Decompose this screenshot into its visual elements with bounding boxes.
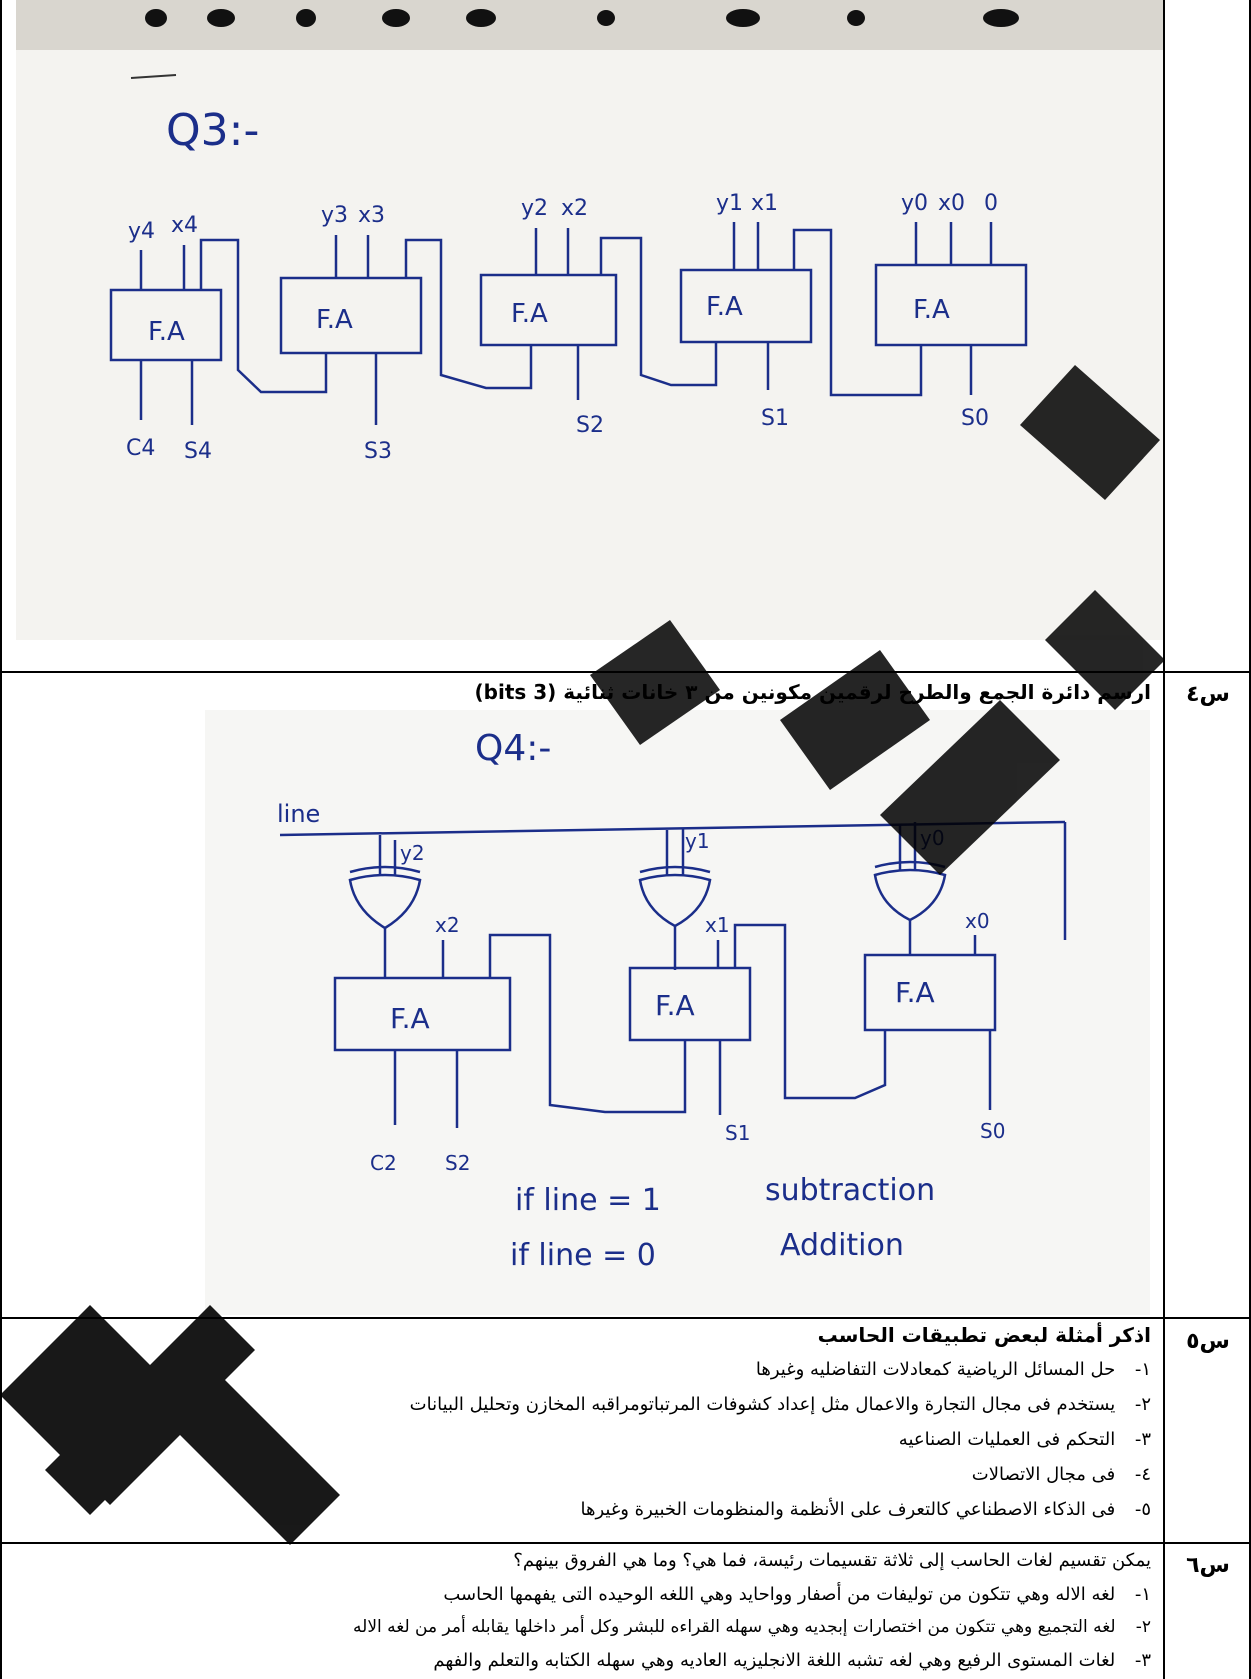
q5-question: اذكر أمثلة لبعض تطبيقات الحاسب bbox=[817, 1323, 1151, 1347]
q5-item-3: ٣- التحكم فى العمليات الصناعيه bbox=[898, 1429, 1151, 1450]
q4-note1-condition: if line = 1 bbox=[515, 1183, 661, 1218]
q6-item-2: ٢- لغه التجميع وهي تتكون من اختصارات إبج… bbox=[353, 1617, 1151, 1637]
q3-b1-in-x: x4 bbox=[171, 213, 198, 238]
q3-b2-out-s: S3 bbox=[364, 439, 392, 464]
q3-b3-in-x: x2 bbox=[561, 196, 588, 221]
q3-b5-out-s: S0 bbox=[961, 406, 989, 431]
q4-photo: Q4:- line bbox=[205, 710, 1150, 1315]
table-border-left bbox=[0, 0, 2, 1679]
q3-b1-in-y: y4 bbox=[128, 219, 155, 244]
q3-b3-out-s: S2 bbox=[576, 413, 604, 438]
q4-b1-in-x: x2 bbox=[435, 913, 460, 937]
svg-text:F.A: F.A bbox=[511, 299, 548, 329]
svg-text:F.A: F.A bbox=[655, 989, 695, 1022]
svg-text:F.A: F.A bbox=[895, 976, 935, 1009]
q4-circuit-drawing: Q4:- line bbox=[277, 728, 1067, 1273]
q3-b2-in-y: y3 bbox=[321, 203, 348, 228]
q3-b5-in-x: x0 bbox=[938, 191, 965, 216]
q3-circuit-drawing: Q3:- bbox=[16, 0, 1163, 464]
q4-note2-condition: if line = 0 bbox=[510, 1238, 656, 1273]
q4-b1-in-y: y2 bbox=[400, 841, 425, 865]
q6-item-1: ١- لغه الاله وهي تتكون من توليفات من أصف… bbox=[443, 1584, 1151, 1605]
svg-text:F.A: F.A bbox=[390, 1002, 430, 1035]
q3-b4-in-y: y1 bbox=[716, 191, 743, 216]
q4-b2-in-x: x1 bbox=[705, 913, 730, 937]
q5-item-5: ٥- فى الذكاء الاصطناعي كالتعرف على الأنظ… bbox=[580, 1499, 1151, 1520]
q4-b2-out-s: S1 bbox=[725, 1121, 750, 1145]
q4-note1-result: subtraction bbox=[765, 1173, 935, 1208]
svg-text:F.A: F.A bbox=[913, 295, 950, 325]
q3-b1-out-c: C4 bbox=[126, 436, 155, 461]
row-divider-q4 bbox=[0, 671, 1251, 673]
q4-b1-out-s: S2 bbox=[445, 1151, 470, 1175]
q4-b3-in-y: y0 bbox=[920, 826, 945, 850]
q5-item-4: ٤- فى مجال الاتصالات bbox=[971, 1464, 1151, 1485]
question-number-q5: س٥ bbox=[1186, 1329, 1230, 1354]
q3-b5-in-zero: 0 bbox=[984, 191, 998, 216]
q6-item-3: ٣- لغات المستوى الرفيع وهي لغه تشبه اللغ… bbox=[433, 1650, 1151, 1671]
row-divider-q6 bbox=[0, 1542, 1251, 1544]
q3-heading: Q3:- bbox=[166, 105, 259, 156]
q3-b3-in-y: y2 bbox=[521, 196, 548, 221]
q4-note2-result: Addition bbox=[780, 1228, 904, 1263]
q6-question: يمكن تقسيم لغات الحاسب إلى ثلاثة تقسيمات… bbox=[513, 1550, 1151, 1571]
table-column-divider bbox=[1163, 0, 1165, 1679]
q3-b2-in-x: x3 bbox=[358, 203, 385, 228]
q4-b1-out-c: C2 bbox=[370, 1151, 397, 1175]
q3-photo: Q3:- bbox=[16, 0, 1163, 640]
question-number-q6: س٦ bbox=[1186, 1553, 1230, 1578]
svg-text:F.A: F.A bbox=[148, 317, 185, 347]
q4-heading: Q4:- bbox=[475, 728, 551, 769]
watermark-stroke-1 bbox=[0, 1305, 200, 1505]
q4-b3-out-s: S0 bbox=[980, 1119, 1005, 1143]
q3-b5-in-y: y0 bbox=[901, 191, 928, 216]
q3-b4-in-x: x1 bbox=[751, 191, 778, 216]
q4-b3-in-x: x0 bbox=[965, 909, 990, 933]
table-border-right bbox=[1249, 0, 1251, 1679]
q5-item-2: ٢- يستخدم فى مجال التجارة والاعمال مثل إ… bbox=[409, 1394, 1151, 1415]
q3-b4-out-s: S1 bbox=[761, 406, 789, 431]
q3-b1-out-s: S4 bbox=[184, 439, 212, 464]
row-divider-q5 bbox=[0, 1317, 1251, 1319]
q4-question: ارسم دائرة الجمع والطرح لرقمين مكونين من… bbox=[474, 680, 1152, 704]
q4-line-label: line bbox=[277, 800, 320, 828]
svg-text:F.A: F.A bbox=[316, 305, 353, 335]
q5-item-1: ١- حل المسائل الرياضية كمعادلات التفاضلي… bbox=[755, 1359, 1151, 1380]
q4-b2-in-y: y1 bbox=[685, 829, 710, 853]
svg-text:F.A: F.A bbox=[706, 292, 743, 322]
question-number-q4: س٤ bbox=[1186, 682, 1230, 707]
